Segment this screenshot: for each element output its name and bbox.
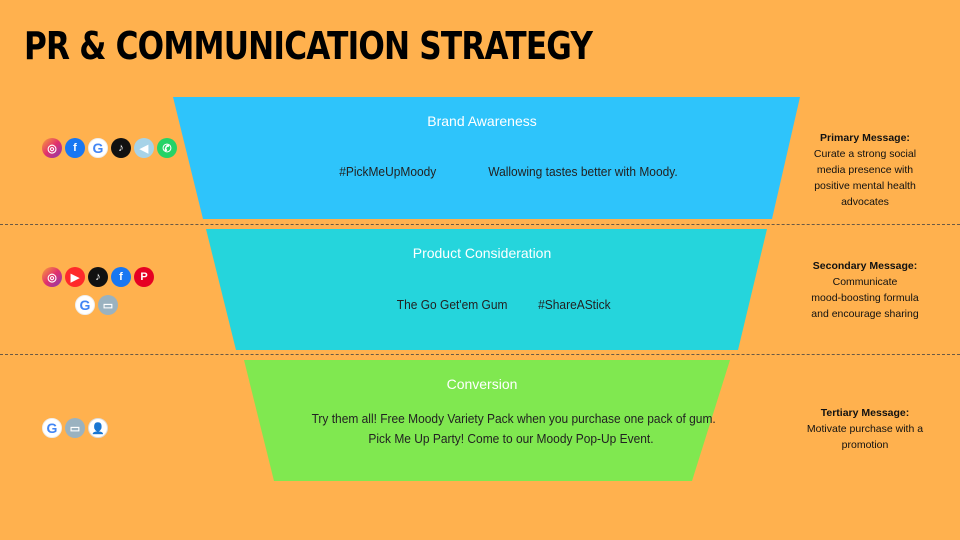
google-icon: G [42,418,62,438]
person-icon: 👤 [88,418,108,438]
stage-offer-popup-event: Pick Me Up Party! Come to our Moody Pop-… [368,431,654,446]
stage-hashtag-pickmeupmoody: #PickMeUpMoody [339,164,437,179]
message-secondary-line-2: mood-boosting formula [811,292,919,304]
instagram-icon: ◎ [42,267,62,287]
stage-product-name: The Go Get'em Gum [396,297,508,312]
funnel-stage-product-consideration [206,229,767,350]
stage-label-conversion: Conversion [446,376,518,392]
message-primary-line-3: positive mental health [814,180,916,192]
icons-conversion: G ▭ 👤 [42,418,182,438]
facebook-icon: f [111,267,131,287]
message-primary-title: Primary Message: [820,132,910,144]
stage-label-brand-awareness: Brand Awareness [427,113,537,129]
computer-icon: ▭ [65,418,85,438]
facebook-icon: f [65,138,85,158]
message-primary-line-1: Curate a strong social [813,148,917,160]
stage-offer-variety-pack: Try them all! Free Moody Variety Pack wh… [311,411,716,426]
tiktok-icon: ♪ [111,138,131,158]
whatsapp-icon: ✆ [157,138,177,158]
message-primary-line-4: advocates [841,196,889,208]
message-tertiary: Tertiary Message: Motivate purchase with… [790,405,940,453]
message-tertiary-title: Tertiary Message: [820,407,910,419]
page-title: PR & COMMUNICATION STRATEGY [24,24,593,68]
google-icon: G [88,138,108,158]
message-tertiary-line-2: promotion [841,439,889,451]
message-secondary-line-3: and encourage sharing [811,308,919,320]
computer-icon: ▭ [98,295,118,315]
message-tertiary-line-1: Motivate purchase with a [806,423,924,435]
icons-brand-awareness: ◎ f G ♪ ◀ ✆ [42,138,192,158]
funnel-stage-brand-awareness [173,97,800,219]
divider-2 [0,354,960,355]
funnel-stage-conversion [244,360,730,481]
message-secondary-line-1: Communicate [832,276,898,288]
stage-hashtag-shareastick: #ShareAStick [538,297,611,312]
message-secondary: Secondary Message: Communicate mood-boos… [790,258,940,322]
youtube-icon: ▶ [65,267,85,287]
message-primary: Primary Message: Curate a strong social … [790,130,940,210]
pinterest-icon: P [134,267,154,287]
stage-label-product-consideration: Product Consideration [412,245,552,261]
message-primary-line-2: media presence with [816,164,914,176]
icons-product-consideration: ◎ ▶ ♪ f P G ▭ [42,267,182,315]
instagram-icon: ◎ [42,138,62,158]
audio-icon: ◀ [134,138,154,158]
divider-1 [0,224,960,225]
icon-spacer [42,295,72,315]
tiktok-icon: ♪ [88,267,108,287]
google-icon: G [75,295,95,315]
message-secondary-title: Secondary Message: [812,260,918,272]
stage-tagline-wallowing: Wallowing tastes better with Moody. [488,164,678,179]
